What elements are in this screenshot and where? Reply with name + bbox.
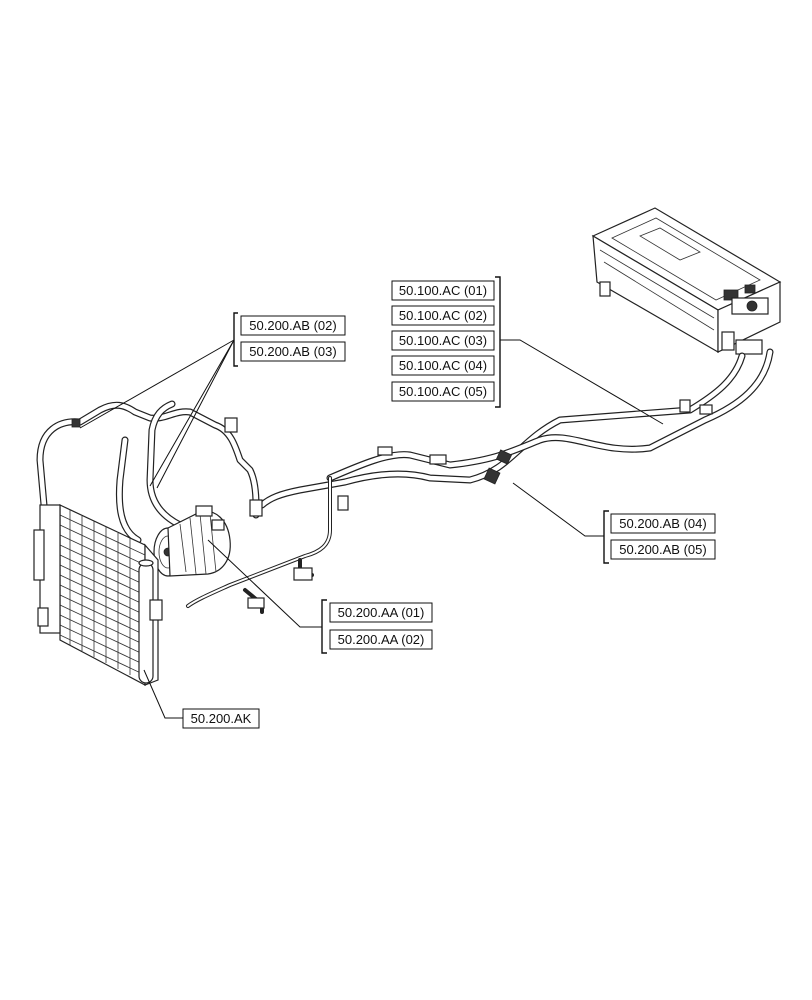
svg-text:50.200.AB (05): 50.200.AB (05)	[619, 542, 706, 557]
callout-ac-01[interactable]: 50.100.AC (01)	[391, 280, 495, 301]
refrigerant-lines	[36, 348, 774, 614]
callout-ab-04[interactable]: 50.200.AB (04)	[610, 513, 716, 534]
svg-text:50.100.AC (02): 50.100.AC (02)	[399, 308, 487, 323]
svg-text:50.200.AB (02): 50.200.AB (02)	[249, 318, 336, 333]
condenser-fins	[59, 510, 146, 676]
callout-group-ab-left: 50.200.AB (02) 50.200.AB (03)	[79, 312, 346, 489]
svg-text:50.200.AA (01): 50.200.AA (01)	[338, 605, 425, 620]
svg-text:50.100.AC (03): 50.100.AC (03)	[399, 333, 487, 348]
callout-ab-03[interactable]: 50.200.AB (03)	[240, 341, 346, 362]
hose-fittings	[55, 399, 713, 540]
hvac-unit	[591, 207, 782, 355]
callout-ac-02[interactable]: 50.100.AC (02)	[391, 305, 495, 326]
callout-group-ac: 50.100.AC (01) 50.100.AC (02) 50.100.AC …	[391, 276, 664, 425]
svg-text:50.200.AA (02): 50.200.AA (02)	[338, 632, 425, 647]
callout-ak[interactable]: 50.200.AK	[143, 669, 260, 729]
callout-group-ab-right: 50.200.AB (04) 50.200.AB (05)	[512, 482, 716, 564]
condenser	[33, 504, 163, 686]
svg-text:50.100.AC (04): 50.100.AC (04)	[399, 358, 487, 373]
callout-ab-02[interactable]: 50.200.AB (02)	[240, 315, 346, 336]
svg-text:50.200.AB (03): 50.200.AB (03)	[249, 344, 336, 359]
compressor	[153, 505, 313, 609]
callout-ac-03[interactable]: 50.100.AC (03)	[391, 330, 495, 351]
callout-ac-04[interactable]: 50.100.AC (04)	[391, 355, 495, 376]
svg-text:50.200.AK: 50.200.AK	[191, 711, 252, 726]
callout-aa-01[interactable]: 50.200.AA (01)	[329, 602, 433, 623]
svg-text:50.100.AC (01): 50.100.AC (01)	[399, 283, 487, 298]
callout-ab-05[interactable]: 50.200.AB (05)	[610, 539, 716, 560]
svg-text:50.200.AB (04): 50.200.AB (04)	[619, 516, 706, 531]
callout-group-aa: 50.200.AA (01) 50.200.AA (02)	[207, 539, 433, 654]
svg-text:50.100.AC (05): 50.100.AC (05)	[399, 384, 487, 399]
callout-ac-05[interactable]: 50.100.AC (05)	[391, 381, 495, 402]
callout-aa-02[interactable]: 50.200.AA (02)	[329, 629, 433, 650]
